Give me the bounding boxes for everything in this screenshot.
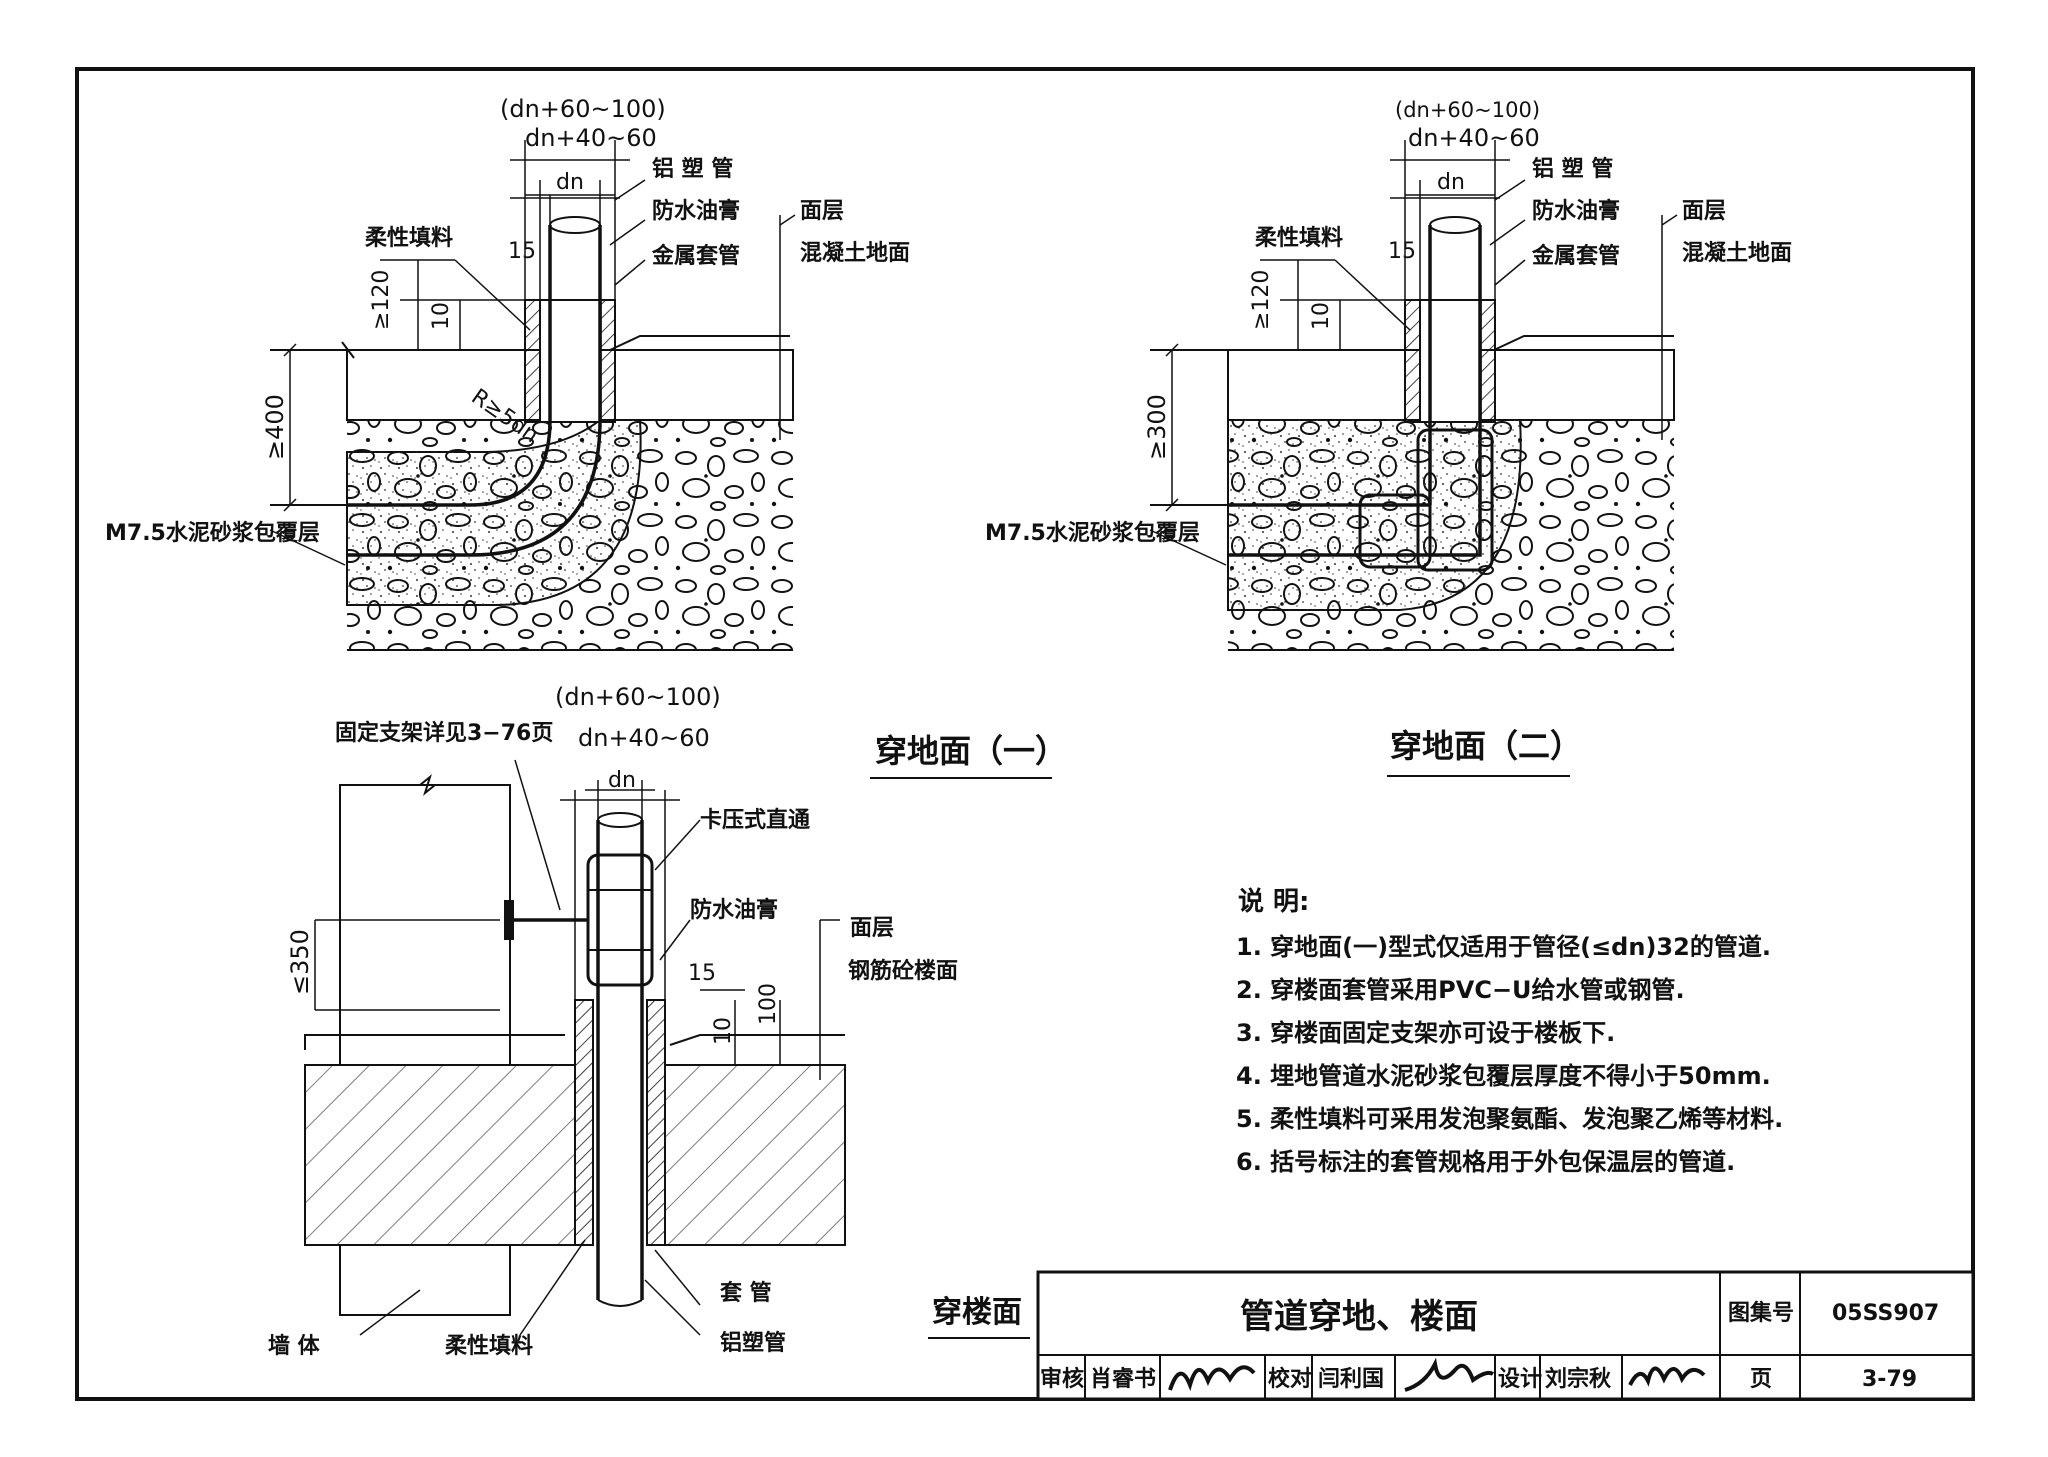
note-item-6: 6. 括号标注的套管规格用于外包保温层的管道.: [1236, 1148, 1735, 1176]
d3-label-wall: 墙 体: [268, 1334, 321, 1359]
d2-label-metal-sleeve: 金属套管: [1531, 243, 1620, 269]
check-label: 校对: [1268, 1366, 1312, 1392]
d2-label-alu-pipe: 铝 塑 管: [1532, 156, 1613, 182]
d2-label-waterproof: 防水油膏: [1532, 198, 1620, 224]
d3-label-press-coupling: 卡压式直通: [700, 807, 810, 833]
notes-heading: 说 明:: [1238, 887, 1309, 917]
reviewer-name: 肖睿书: [1090, 1367, 1156, 1392]
d3-dim-10: 10: [711, 1017, 736, 1045]
d1-dim-10: 10: [429, 302, 454, 330]
d3-label-sleeve: 套 管: [720, 1280, 772, 1306]
d3-label-rc-floor: 钢筋砼楼面: [848, 958, 958, 984]
d2-dim-dn: dn: [1437, 170, 1465, 195]
notes-block: 说 明: 1. 穿地面(一)型式仅适用于管径(≤dn)32的管道. 2. 穿楼面…: [1236, 887, 1783, 1176]
d3-dim-dn: dn: [608, 768, 636, 793]
d1-dim-outer: (dn+60~100): [500, 95, 666, 123]
detail-floor-penetration-1: [269, 140, 796, 651]
d1-label-surface: 面层: [800, 199, 844, 224]
d2-dim-15: 15: [1388, 239, 1416, 264]
d2-title: 穿地面（二）: [1390, 727, 1582, 765]
d2-dim-120: ≥120: [1249, 270, 1274, 330]
d2-dim-300: ≥300: [1143, 394, 1171, 460]
checker-name: 闫利国: [1318, 1367, 1384, 1392]
d2-label-mortar: M7.5水泥砂浆包覆层: [985, 520, 1200, 546]
d1-dim-dn: dn: [556, 170, 584, 195]
detail-slab-penetration: [304, 759, 846, 1336]
reviewer-signature: [1168, 1365, 1256, 1392]
review-label: 审核: [1040, 1366, 1084, 1392]
d3-dim-inner: dn+40~60: [578, 724, 710, 752]
designer-name: 刘宗秋: [1545, 1366, 1612, 1392]
d1-label-flexible-filler: 柔性填料: [365, 226, 453, 251]
drawing-title: 管道穿地、楼面: [1240, 1297, 1478, 1337]
d1-dim-400: ≥400: [261, 394, 289, 460]
d2-label-concrete-floor: 混凝土地面: [1682, 240, 1792, 266]
note-item-4: 4. 埋地管道水泥砂浆包覆层厚度不得小于50mm.: [1236, 1062, 1771, 1090]
title-block: 管道穿地、楼面 图集号 05SS907 页 3-79 审核 肖睿书 校对 闫利国…: [1036, 1270, 1975, 1401]
d1-label-mortar: M7.5水泥砂浆包覆层: [105, 520, 320, 546]
note-item-5: 5. 柔性填料可采用发泡聚氨酯、发泡聚乙烯等材料.: [1236, 1105, 1783, 1133]
d2-label-surface: 面层: [1682, 199, 1726, 224]
detail2-labels: (dn+60~100) dn+40~60 dn 15 ≥120 10 ≥300 …: [985, 98, 1792, 777]
d2-dim-outer: (dn+60~100): [1395, 98, 1540, 122]
d3-dim-15: 15: [688, 961, 716, 986]
d3-label-flexible-filler: 柔性填料: [445, 1334, 533, 1359]
note-item-2: 2. 穿楼面套管采用PVC−U给水管或钢管.: [1236, 976, 1685, 1004]
sheet-frame: [75, 67, 1975, 1401]
atlas-label: 图集号: [1728, 1300, 1794, 1326]
d3-title: 穿楼面: [932, 1295, 1022, 1330]
d1-label-waterproof: 防水油膏: [652, 198, 740, 224]
designer-signature: [1628, 1366, 1706, 1387]
design-label: 设计: [1498, 1367, 1542, 1392]
note-item-1: 1. 穿地面(一)型式仅适用于管径(≤dn)32的管道.: [1236, 933, 1771, 961]
checker-signature: [1404, 1357, 1495, 1392]
page-label: 页: [1750, 1367, 1772, 1392]
page-number: 3-79: [1862, 1367, 1917, 1392]
d2-dim-10: 10: [1309, 302, 1334, 330]
d3-label-bracket: 固定支架详见3−76页: [335, 720, 553, 746]
d1-dim-15: 15: [508, 239, 536, 264]
d3-dim-100: 100: [756, 983, 781, 1025]
d3-label-alu-pipe: 铝塑管: [720, 1330, 786, 1356]
d2-label-flexible-filler: 柔性填料: [1255, 226, 1343, 251]
d1-title: 穿地面（一）: [875, 732, 1067, 770]
d3-dim-350: ≤350: [286, 929, 314, 995]
d1-dim-120: ≥120: [369, 270, 394, 330]
d3-label-waterproof: 防水油膏: [690, 897, 778, 923]
d1-label-concrete-floor: 混凝土地面: [800, 240, 910, 266]
detail3-labels: (dn+60~100) dn+40~60 dn ≤350 15 10 100 固…: [268, 683, 1030, 1359]
d2-dim-inner: dn+40~60: [1408, 124, 1540, 152]
atlas-number: 05SS907: [1832, 1301, 1939, 1326]
d1-label-alu-pipe: 铝 塑 管: [652, 156, 733, 182]
note-item-3: 3. 穿楼面固定支架亦可设于楼板下.: [1236, 1019, 1615, 1047]
detail-floor-penetration-2: [1149, 140, 1678, 651]
d1-label-metal-sleeve: 金属套管: [651, 243, 740, 269]
d3-dim-outer: (dn+60~100): [555, 683, 721, 711]
d3-label-surface: 面层: [850, 916, 894, 941]
d1-dim-inner: dn+40~60: [525, 124, 657, 152]
